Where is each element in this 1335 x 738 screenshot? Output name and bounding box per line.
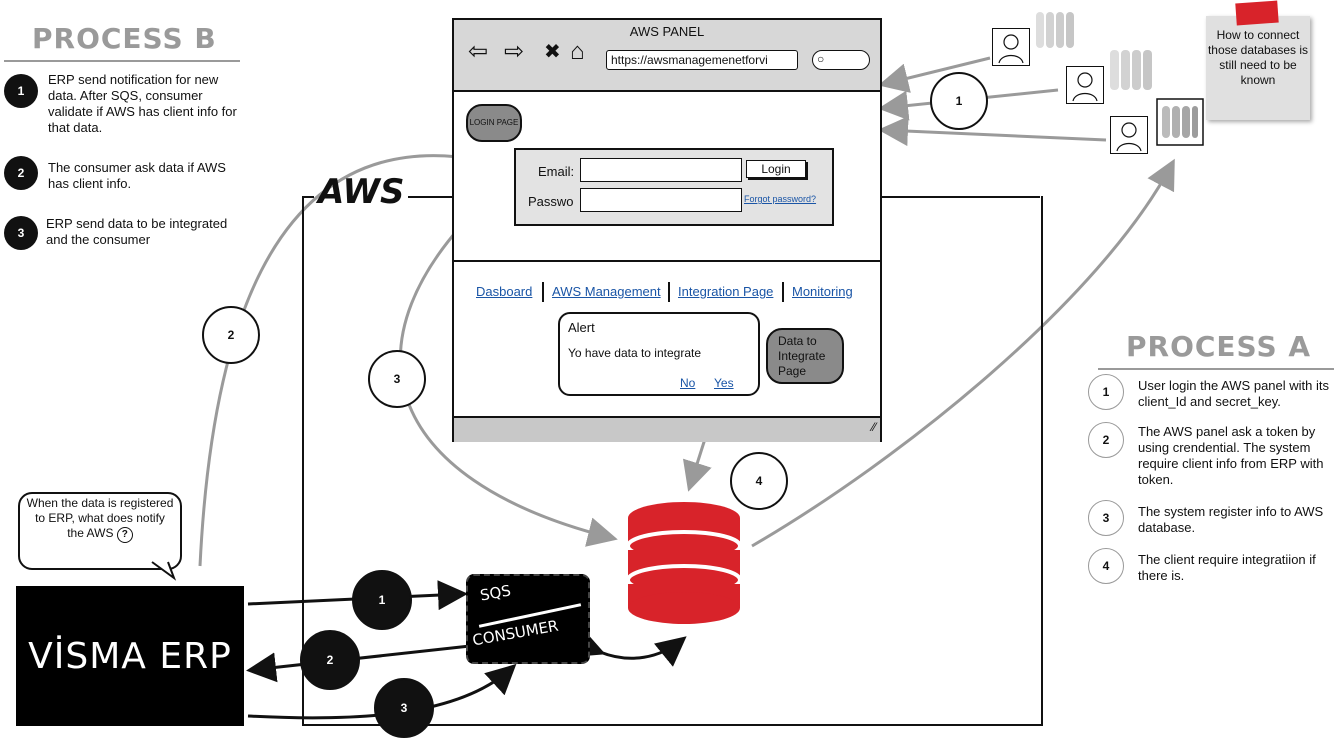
- email-field[interactable]: [580, 158, 742, 182]
- process-b-underline: [4, 60, 240, 62]
- aws-frame-top-mid: [408, 196, 454, 198]
- alert-message: Yo have data to integrate: [568, 346, 701, 360]
- login-page-button[interactable]: LOGIN PAGE: [466, 104, 522, 142]
- step-badge-login-to-db: 3: [368, 350, 426, 408]
- process-a-title: PROCESS A: [1126, 330, 1312, 363]
- process-a-step-3-text: The system register info to AWS database…: [1138, 504, 1324, 535]
- step-badge-visma-to-sqs-data: 3: [374, 678, 434, 738]
- nav-integration-page[interactable]: Integration Page: [678, 284, 774, 299]
- bubble-tail: [151, 561, 177, 581]
- close-icon[interactable]: ✖: [544, 41, 561, 63]
- aws-database-icon: [626, 502, 742, 624]
- arrow-sqs-to-visma: [246, 644, 471, 683]
- help-icon: ?: [116, 527, 133, 543]
- email-label: Email:: [538, 164, 575, 179]
- sticky-note-tape: [1235, 0, 1279, 26]
- process-b-step-3-badge: 3: [4, 216, 38, 250]
- nav-separator: [668, 282, 670, 302]
- user-avatar: [1110, 116, 1148, 154]
- user-icon: [998, 34, 1024, 64]
- back-icon[interactable]: ⇦: [468, 38, 489, 65]
- step-badge-sqs-to-visma: 2: [300, 630, 360, 690]
- nav-dashboard[interactable]: Dasboard: [476, 284, 533, 299]
- consumer-label: CONSUMER: [471, 616, 560, 650]
- arrow-user1-to-browser: [878, 56, 991, 93]
- process-b-step-2-text: The consumer ask data if AWS has client …: [48, 160, 226, 191]
- user-avatar: [1066, 66, 1104, 104]
- url-input[interactable]: https://awsmanagemenetforvi: [606, 50, 798, 70]
- process-a-step-4-badge: 4: [1088, 548, 1124, 584]
- password-label: Passwo: [528, 194, 574, 209]
- database-icon: [1110, 50, 1152, 90]
- process-a-step-1-text: User login the AWS panel with its client…: [1138, 378, 1329, 409]
- alert-title: Alert: [568, 320, 595, 335]
- alert-no-link[interactable]: No: [680, 376, 696, 390]
- search-input[interactable]: ○: [812, 50, 870, 70]
- forward-icon[interactable]: ⇨: [504, 38, 525, 65]
- step-badge-yes-to-db: 4: [730, 452, 788, 510]
- login-form: Email: Passwo Login Forgot password?: [514, 148, 834, 226]
- sqs-consumer-block: SQS CONSUMER: [466, 574, 590, 664]
- nav-separator: [542, 282, 544, 302]
- process-a-step-1-badge: 1: [1088, 374, 1124, 410]
- aws-panel-browser: AWS PANEL ⇦ ⇨ ✖ ⌂ https://awsmanagemenet…: [452, 18, 882, 442]
- forgot-password-link[interactable]: Forgot password?: [744, 194, 817, 204]
- process-b-title: PROCESS B: [32, 22, 217, 55]
- step-badge-users: 1: [930, 72, 988, 130]
- process-b-step-1-badge: 1: [4, 74, 38, 108]
- browser-title: AWS PANEL: [629, 24, 705, 39]
- process-a-step-3-badge: 3: [1088, 500, 1124, 536]
- process-a-underline: [1098, 368, 1334, 370]
- arrow-user3-to-browser: [878, 116, 1107, 147]
- question-bubble: When the data is registered to ERP, what…: [18, 492, 182, 570]
- user-icon: [1116, 122, 1142, 152]
- password-field[interactable]: [580, 188, 742, 212]
- process-b-step-2-badge: 2: [4, 156, 38, 190]
- alert-dialog: Alert Yo have data to integrate No Yes: [558, 312, 760, 396]
- home-icon[interactable]: ⌂: [570, 38, 585, 65]
- search-icon: ○: [817, 52, 825, 66]
- process-a-step-2-text: The AWS panel ask a token by using crend…: [1138, 424, 1324, 487]
- step-badge-erp-to-login: 2: [202, 306, 260, 364]
- process-a-step-4-text: The client require integratiion if there…: [1138, 552, 1316, 583]
- sticky-note-text: How to connect those databases is still …: [1207, 28, 1309, 87]
- database-icon: [1036, 12, 1074, 48]
- alert-yes-link[interactable]: Yes: [714, 376, 734, 390]
- process-b-step-1-text: ERP send notification for new data. Afte…: [48, 72, 237, 135]
- sticky-note: How to connect those databases is still …: [1206, 16, 1310, 120]
- login-button[interactable]: Login: [746, 160, 806, 178]
- sqs-label: SQS: [478, 581, 513, 605]
- process-a-step-2-badge: 2: [1088, 422, 1124, 458]
- browser-toolbar: AWS PANEL ⇦ ⇨ ✖ ⌂ https://awsmanagemenet…: [454, 20, 880, 92]
- nav-monitoring[interactable]: Monitoring: [792, 284, 853, 299]
- nav-aws-management[interactable]: AWS Management: [552, 284, 661, 299]
- arrow-sqs-db: [572, 629, 687, 667]
- aws-label: AWS: [318, 172, 405, 212]
- resize-handle-icon[interactable]: ⁄⁄: [871, 420, 876, 434]
- visma-erp-block: VİSMA ERP: [16, 586, 244, 726]
- browser-footer: ⁄⁄: [454, 416, 880, 442]
- database-icon: [1156, 98, 1204, 146]
- aws-frame-top-right: [880, 196, 1040, 198]
- nav-separator: [782, 282, 784, 302]
- user-icon: [1072, 72, 1098, 102]
- aws-frame: [302, 196, 1043, 726]
- arrow-db-to-users: [751, 158, 1175, 548]
- arrow-visma-to-login: [198, 140, 486, 567]
- process-b-step-3-text: ERP send data to be integrated and the c…: [46, 216, 228, 247]
- browser-divider: [454, 260, 880, 262]
- user-avatar: [992, 28, 1030, 66]
- question-bubble-text: When the data is registered to ERP, what…: [26, 496, 174, 540]
- aws-frame-top-left: [302, 196, 314, 198]
- data-to-integrate-button[interactable]: Data to Integrate Page: [766, 328, 844, 384]
- step-badge-visma-to-sqs: 1: [352, 570, 412, 630]
